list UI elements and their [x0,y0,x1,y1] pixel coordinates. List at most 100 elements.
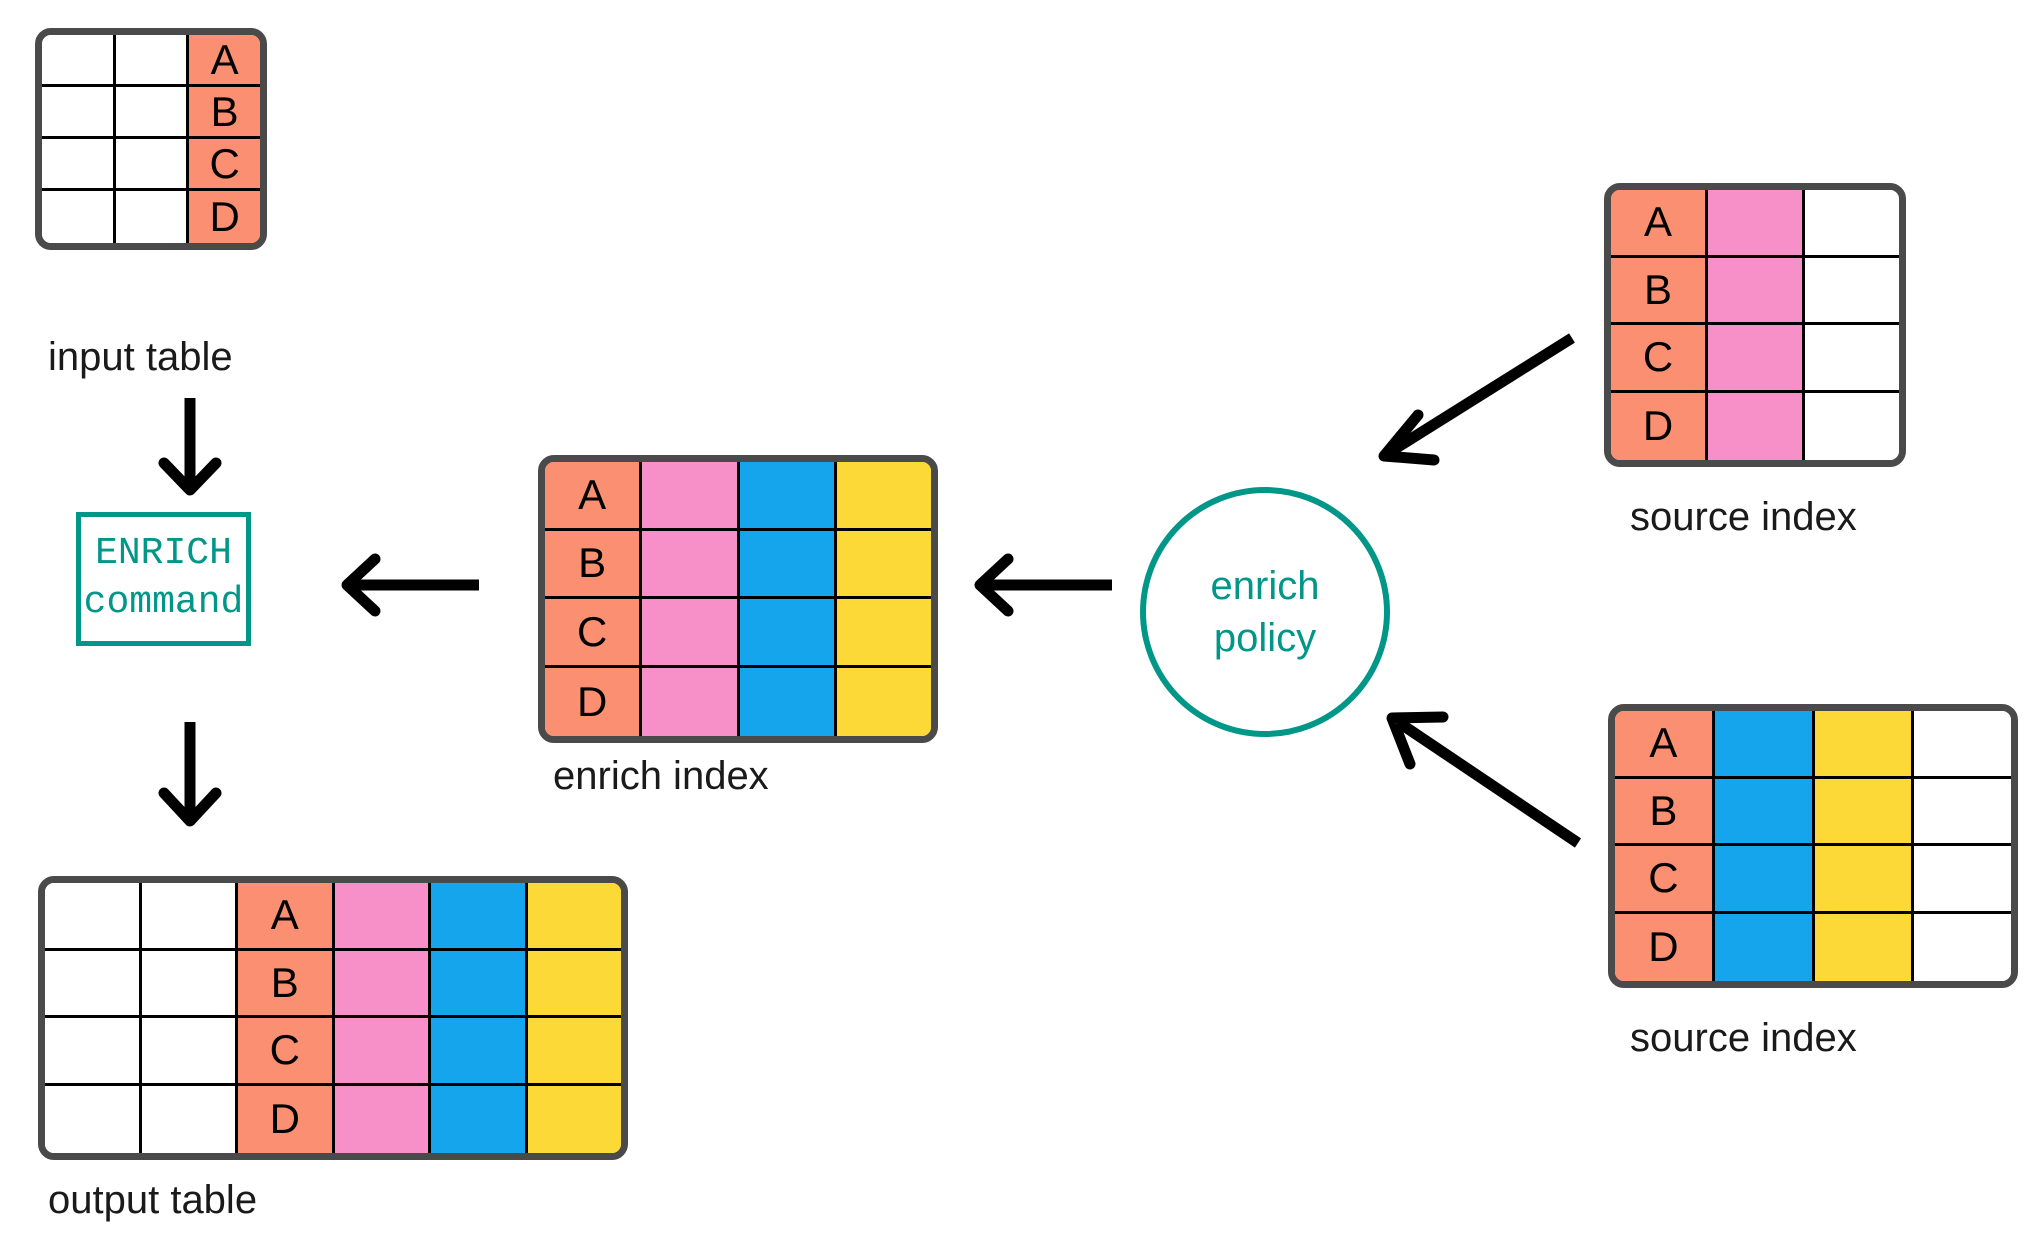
arrow-command-to-output-icon [158,722,222,827]
table-row: C [45,1018,621,1086]
enrich-index-cell-r0c0: A [545,462,643,531]
output-table: A B C D [38,876,628,1160]
input-table-cell-r0c1 [115,35,190,87]
source-index-bottom-cell-r3c2 [1814,913,1915,981]
source-index-top-cell-r1c0: B [1611,257,1708,325]
output-table-cell-r1c5 [527,950,621,1018]
input-table-caption: input table [48,335,233,379]
source-index-bottom-cell-r2c3 [1914,846,2011,914]
enrich-index-cell-r0c2 [739,462,837,531]
enrich-index-cell-r1c0: B [545,530,643,599]
output-table-cell-r1c0 [45,950,142,1018]
output-table-cell-r0c0 [45,883,142,951]
enrich-index-cell-r3c1 [642,667,740,736]
source-index-bottom-cell-r2c1 [1714,846,1815,914]
output-table-cell-r3c2: D [238,1085,335,1153]
output-table-cell-r0c2: A [238,883,335,951]
table-row: D [545,667,931,736]
table-row: D [1611,392,1899,460]
output-table-cell-r3c4 [431,1085,528,1153]
source-index-top-cell-r1c2 [1805,257,1899,325]
enrich-index-cell-r1c1 [642,530,740,599]
output-table-cell-r0c3 [334,883,431,951]
output-table-cell-r3c1 [141,1085,238,1153]
source-index-bottom-cell-r1c0: B [1615,778,1715,846]
input-table-cell-r3c0 [42,191,116,243]
table-row: A [42,35,260,87]
enrich-policy-node[interactable]: enrich policy [1140,487,1390,737]
source-index-bottom-cell-r1c2 [1814,778,1915,846]
table-row: B [545,530,931,599]
output-table-cell-r3c5 [527,1085,621,1153]
enrich-command-line2: command [83,581,244,624]
source-index-bottom-cell-r1c3 [1914,778,2011,846]
table-row: D [1615,913,2011,981]
source-index-bottom-cell-r0c1 [1714,711,1815,779]
table-row: C [1615,846,2011,914]
source-index-bottom-cell-r3c0: D [1615,913,1715,981]
input-table-cell-r1c0 [42,87,116,139]
enrich-index-cell-r3c0: D [545,667,643,736]
output-table-cell-r0c5 [527,883,621,951]
enrich-policy-line2: policy [1213,616,1317,660]
enrich-command-line1: ENRICH [95,532,232,576]
output-table-cell-r2c2: C [238,1018,335,1086]
input-table-cell-r3c2: D [189,191,260,243]
input-table-cell-r0c0 [42,35,116,87]
enrich-index-cell-r2c1 [642,599,740,668]
output-table-cell-r2c1 [141,1018,238,1086]
source-index-bottom-cell-r3c1 [1714,913,1815,981]
source-index-top-cell-r0c2 [1805,190,1899,258]
output-table-cell-r2c4 [431,1018,528,1086]
output-table-cell-r1c1 [141,950,238,1018]
table-row: D [45,1085,621,1153]
source-index-bottom-cell-r0c0: A [1615,711,1715,779]
output-table-cell-r1c3 [334,950,431,1018]
input-table-cell-r2c1 [115,139,190,191]
output-table-cell-r2c0 [45,1018,142,1086]
input-table-cell-r2c0 [42,139,116,191]
enrich-index-cell-r2c0: C [545,599,643,668]
arrow-input-to-command-icon [158,398,222,496]
source-index-bottom-cell-r0c2 [1814,711,1915,779]
source-index-top-cell-r0c0: A [1611,190,1708,258]
input-table: A B C D [35,28,267,250]
enrich-index-cell-r2c3 [836,599,931,668]
source-index-top-cell-r3c0: D [1611,392,1708,460]
table-row: C [545,599,931,668]
arrow-enrich-index-to-command-icon [341,553,479,617]
enrich-index-cell-r1c2 [739,530,837,599]
arrow-source-index-top-to-policy-icon [1378,333,1575,466]
source-index-bottom-cell-r1c1 [1714,778,1815,846]
source-index-top-cell-r1c1 [1708,257,1805,325]
output-table-cell-r1c2: B [238,950,335,1018]
table-row: A [545,462,931,531]
input-table-cell-r1c1 [115,87,190,139]
source-index-top-cell-r2c0: C [1611,325,1708,393]
table-row: D [42,191,260,243]
source-index-bottom-table: A B C D [1608,704,2018,988]
output-table-cell-r1c4 [431,950,528,1018]
source-index-top-cell-r2c2 [1805,325,1899,393]
output-table-cell-r2c5 [527,1018,621,1086]
output-table-cell-r0c1 [141,883,238,951]
table-row: A [45,883,621,951]
source-index-top-table: A B C D [1604,183,1906,467]
source-index-bottom-cell-r2c2 [1814,846,1915,914]
enrich-index-cell-r0c1 [642,462,740,531]
input-table-cell-r1c2: B [189,87,260,139]
enrich-index-cell-r0c3 [836,462,931,531]
enrich-command-box[interactable]: ENRICH command [76,512,251,646]
table-row: A [1611,190,1899,258]
output-table-caption: output table [48,1178,258,1222]
source-index-top-caption: source index [1630,495,1857,539]
enrich-policy-line1: enrich [1210,564,1320,608]
table-row: B [45,950,621,1018]
enrich-index-cell-r3c2 [739,667,837,736]
enrich-index-table: A B C D [538,455,938,743]
source-index-bottom-cell-r3c3 [1914,913,2011,981]
table-row: A [1615,711,2011,779]
table-row: B [1611,257,1899,325]
enrich-index-cell-r2c2 [739,599,837,668]
enrich-index-cell-r1c3 [836,530,931,599]
